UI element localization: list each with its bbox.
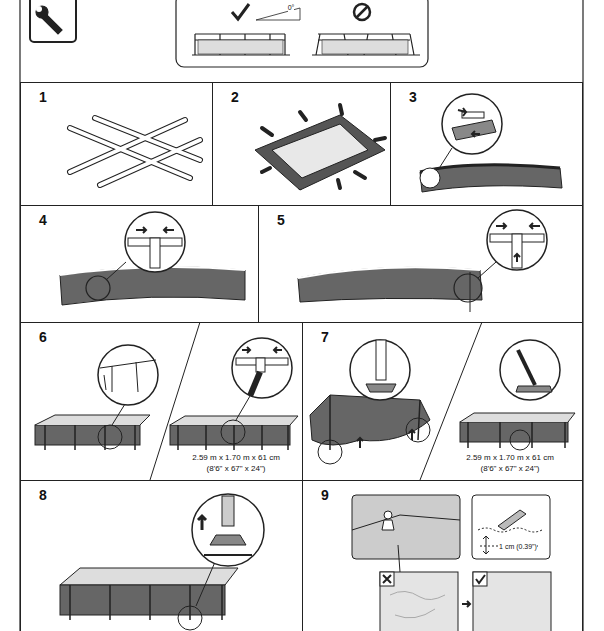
step-number: 8 <box>39 487 47 503</box>
step-number: 6 <box>39 329 47 345</box>
step-panel: 9 <box>302 480 583 631</box>
step-panel: 4 <box>20 205 259 323</box>
step-panel: 1 <box>20 82 213 206</box>
step-number: 4 <box>39 212 47 228</box>
dimension-label: (8'6" x 67" x 24") <box>207 465 266 474</box>
step-number: 9 <box>321 487 329 503</box>
dimension-label: 2.59 m x 1.70 m x 61 cm <box>192 454 280 463</box>
step-panel: 3 <box>390 82 583 206</box>
depth-label: 1 cm (0.39") <box>499 543 537 551</box>
step-number: 5 <box>277 212 285 228</box>
step-number: 1 <box>39 89 47 105</box>
step-panel: 8 <box>20 480 303 631</box>
step-number: 2 <box>231 89 239 105</box>
dimension-label: 2.59 m x 1.70 m x 61 cm <box>466 454 554 463</box>
dimension-label: (8'6" x 67" x 24") <box>481 465 540 474</box>
angle-label: 0° <box>288 4 295 12</box>
step-panel: 5 <box>258 205 583 323</box>
step-number: 7 <box>321 329 329 345</box>
step-number: 3 <box>409 89 417 105</box>
step-panel: 2 <box>212 82 391 206</box>
